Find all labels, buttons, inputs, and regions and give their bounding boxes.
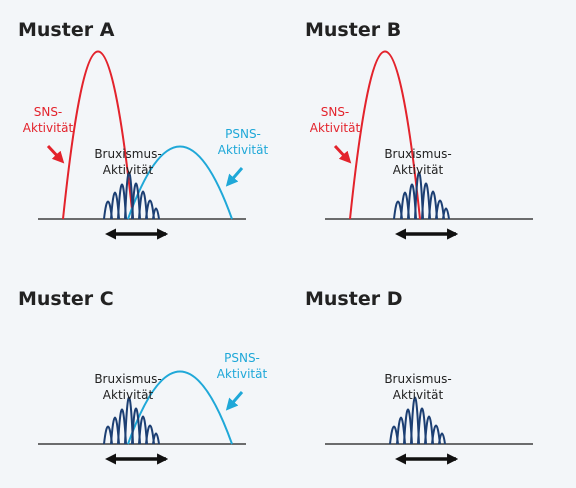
bruxism-waveform xyxy=(103,171,160,220)
bruxism-label-line1: Bruxismus- xyxy=(384,147,451,161)
panel-title: Muster C xyxy=(18,288,114,310)
panel-title: Muster B xyxy=(305,19,401,41)
bruxism-label-line2: Aktivität xyxy=(103,163,154,177)
bruxism-label-line2: Aktivität xyxy=(393,163,444,177)
panel-muster-c: Muster C PSNS- Aktivität Bruxismus- Akti… xyxy=(18,288,268,465)
bruxism-label-line1: Bruxismus- xyxy=(94,372,161,386)
sns-activity-curve xyxy=(349,50,421,220)
psns-activity-curve xyxy=(127,145,233,220)
psns-label-line1: PSNS- xyxy=(225,127,261,141)
panel-muster-b: Muster B SNS- Aktivität Bruxismus- Aktiv… xyxy=(305,19,533,240)
sns-label-line1: SNS- xyxy=(34,105,63,119)
bruxism-label-line2: Aktivität xyxy=(393,388,444,402)
bruxism-label-line1: Bruxismus- xyxy=(94,147,161,161)
psns-label-line2: Aktivität xyxy=(218,143,269,157)
panel-title: Muster D xyxy=(305,288,402,310)
bruxism-waveform xyxy=(103,396,160,445)
psns-label-line2: Aktivität xyxy=(217,367,268,381)
bruxism-waveform xyxy=(389,396,446,445)
sns-label-line1: SNS- xyxy=(321,105,350,119)
psns-activity-curve xyxy=(127,370,233,445)
psns-pointer-arrow xyxy=(225,167,244,187)
bruxism-label-line1: Bruxismus- xyxy=(384,372,451,386)
panel-muster-a: Muster A SNS- Aktivität PSNS- Aktivität … xyxy=(18,19,269,240)
sns-pointer-arrow xyxy=(333,144,352,164)
sns-pointer-arrow xyxy=(46,144,65,164)
bruxism-waveform xyxy=(393,171,450,220)
panel-muster-d: Muster D Bruxismus- Aktivität xyxy=(305,288,533,465)
bruxism-label-line2: Aktivität xyxy=(103,388,154,402)
sns-label-line2: Aktivität xyxy=(23,121,74,135)
panel-title: Muster A xyxy=(18,19,115,41)
psns-pointer-arrow xyxy=(225,391,244,411)
sns-activity-curve xyxy=(62,50,134,220)
sns-label-line2: Aktivität xyxy=(310,121,361,135)
psns-label-line1: PSNS- xyxy=(224,351,260,365)
